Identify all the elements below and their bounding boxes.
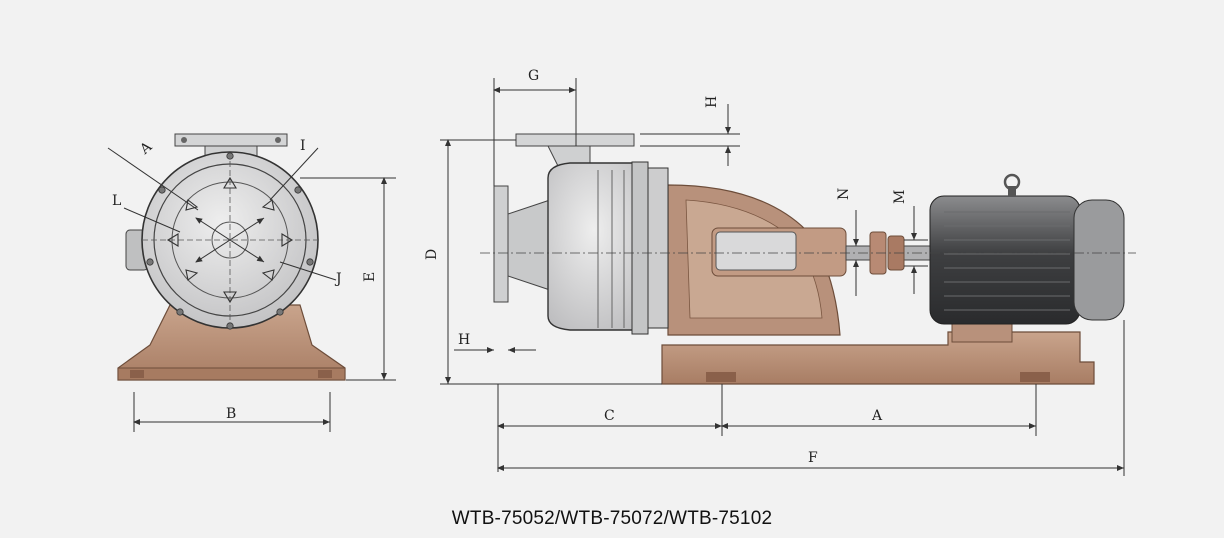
front-leaders [107, 147, 337, 281]
label-A-side: A [871, 408, 883, 424]
side-coupling [869, 231, 905, 275]
dim-G [493, 78, 577, 186]
model-caption: WTB-75052/WTB-75072/WTB-75102 [451, 508, 773, 529]
dim-M [904, 206, 928, 294]
dim-E [300, 177, 396, 381]
dim-A-side [721, 384, 1037, 436]
dim-B [133, 392, 331, 432]
label-H-top: H [704, 96, 720, 108]
front-outer-bolts [146, 152, 314, 330]
side-base-plate [661, 331, 1095, 385]
side-pump-casing [493, 133, 669, 335]
label-L: L [112, 193, 121, 209]
label-E: E [362, 272, 378, 282]
label-M: M [892, 190, 908, 204]
dim-D [440, 139, 662, 385]
label-N: N [836, 188, 852, 200]
front-bolt-pattern [166, 176, 294, 304]
side-view: G H D H N M C A F [424, 68, 1136, 476]
label-C: C [604, 408, 615, 424]
label-H-low: H [458, 332, 470, 348]
label-D: D [424, 249, 440, 260]
label-I: I [300, 138, 306, 154]
side-motor [929, 173, 1125, 343]
dim-C [497, 384, 723, 472]
front-view: A I L J E B [107, 133, 396, 432]
label-G: G [528, 68, 539, 84]
dim-F [497, 320, 1125, 476]
label-F: F [808, 450, 818, 466]
front-pedestal [117, 304, 346, 381]
label-B: B [226, 406, 236, 422]
dim-H-top [640, 104, 740, 166]
label-J: J [334, 271, 342, 287]
label-A-front: A [136, 138, 155, 158]
